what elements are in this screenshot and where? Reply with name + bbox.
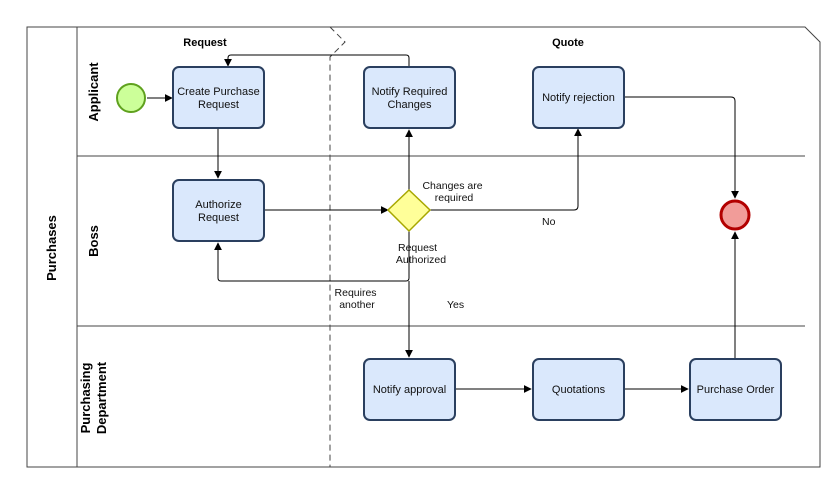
svg-text:Quotations: Quotations <box>552 384 606 396</box>
phase-separator <box>329 26 346 467</box>
decision-gateway <box>386 188 432 233</box>
svg-text:Request: Request <box>198 99 239 111</box>
edge-notify-changes-to-create <box>224 54 410 67</box>
pool: Purchases <box>26 26 821 468</box>
lane-label-purchasing: Purchasing <box>78 363 93 434</box>
svg-text:Authorize: Authorize <box>195 199 241 211</box>
edge-gateway-requires-another <box>214 231 410 282</box>
phase-label-quote: Quote <box>552 37 584 49</box>
task-authorize-request: Authorize Request <box>172 179 265 242</box>
label-yes: Yes <box>447 299 464 311</box>
task-notify-approval: Notify approval <box>363 358 456 421</box>
svg-text:Request: Request <box>198 212 239 224</box>
lane-label-department: Department <box>94 361 109 434</box>
label-requires-another: Requires another <box>335 287 380 311</box>
start-event <box>116 83 146 113</box>
svg-text:Purchase Order: Purchase Order <box>697 384 775 396</box>
svg-text:Create Purchase: Create Purchase <box>177 86 260 98</box>
phase-label-request: Request <box>183 37 227 49</box>
task-quotations: Quotations <box>532 358 625 421</box>
task-create-purchase-request: Create Purchase Request <box>172 66 265 129</box>
edge-gateway-to-notify-rejection <box>430 128 582 211</box>
svg-text:Notify approval: Notify approval <box>373 384 446 396</box>
edge-rejection-to-end <box>624 96 739 199</box>
end-event <box>719 199 751 231</box>
svg-text:Changes: Changes <box>387 99 432 111</box>
svg-text:Notify Required: Notify Required <box>372 86 448 98</box>
pool-label: Purchases <box>44 215 59 281</box>
task-notify-rejection: Notify rejection <box>532 66 625 129</box>
lane-label-boss: Boss <box>86 225 101 257</box>
label-changes-required: Changes are required <box>422 180 485 204</box>
label-request-authorized: Request Authorized <box>396 242 446 266</box>
label-no: No <box>542 216 556 228</box>
lane-label-applicant: Applicant <box>86 62 101 122</box>
task-notify-required-changes: Notify Required Changes <box>363 66 456 129</box>
svg-text:Notify rejection: Notify rejection <box>542 92 615 104</box>
task-purchase-order: Purchase Order <box>689 358 782 421</box>
